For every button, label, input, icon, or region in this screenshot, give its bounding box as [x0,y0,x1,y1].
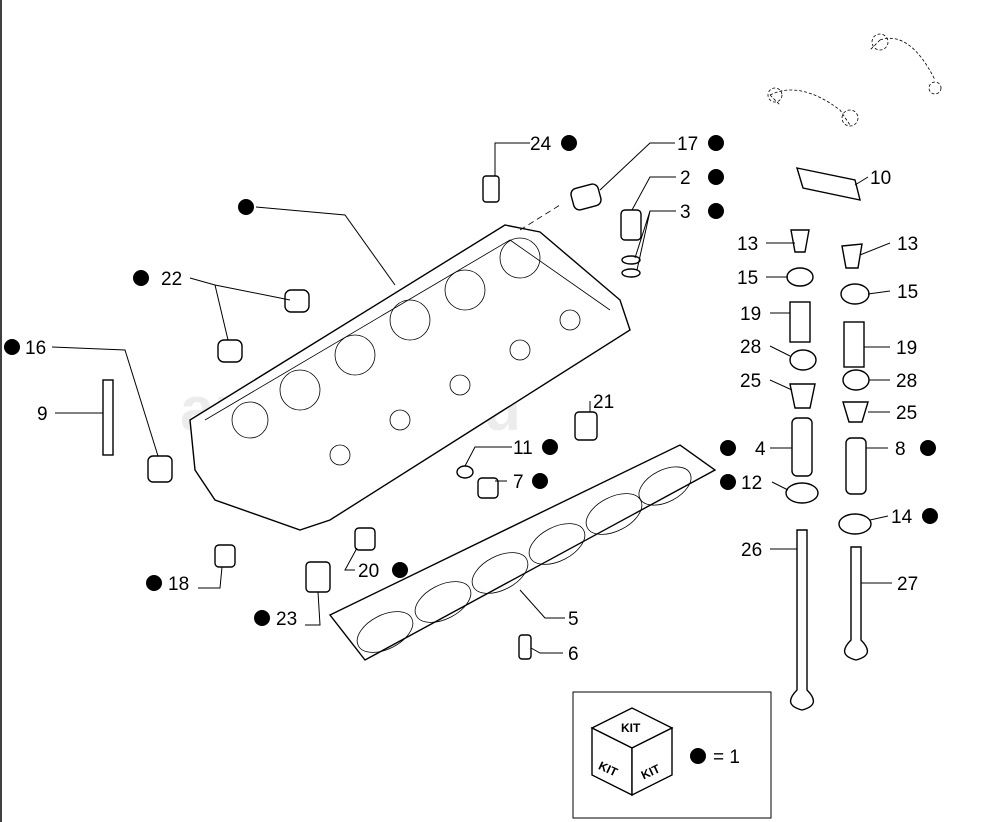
part-25a [789,383,816,409]
callout-13a: 13 [737,234,758,255]
head-gasket [328,444,717,661]
part-3a [621,255,641,265]
callout-23: 23 [276,609,297,630]
part-7 [477,477,499,499]
callout-15b: 15 [897,282,918,303]
callout-25a: 25 [740,371,761,392]
callout-11: 11 [513,438,533,459]
callout-19a: 19 [740,304,761,325]
part-22a [284,289,310,313]
part-15b [840,283,870,305]
part-25b [842,401,869,423]
callout-3: 3 [680,202,691,223]
callout-7: 7 [513,472,524,493]
callout-16: 16 [25,338,46,359]
kit-markers [4,135,938,626]
part-3b [621,268,641,278]
part-10 [795,167,861,201]
part-20 [354,527,376,551]
callout-25b: 25 [896,403,917,424]
part-28a [789,349,817,371]
part-8 [845,437,867,495]
part-18 [214,544,236,568]
callout-27: 27 [897,574,918,595]
part-19b [843,321,865,368]
callout-4: 4 [755,439,766,460]
callout-24: 24 [530,134,552,155]
callout-17: 17 [677,134,698,155]
part-21 [574,411,598,441]
kit-cube-icon: KIT KIT KIT [590,707,674,797]
callout-2: 2 [680,168,691,189]
part-26 [789,529,815,711]
part-27 [843,546,869,661]
callout-13b: 13 [897,234,918,255]
callout-8: 8 [895,439,906,460]
small-parts [102,167,872,711]
part-13b [841,243,863,269]
part-2 [620,209,642,241]
kit-marker-dot [690,748,706,764]
part-28b [842,369,870,391]
callout-21: 21 [593,392,614,413]
callout-12: 12 [741,473,762,494]
callout-10: 10 [870,168,891,189]
part-16 [147,455,173,483]
kit-label-top: KIT [621,721,641,735]
callout-22: 22 [161,269,182,290]
part-22b [217,339,243,363]
part-17 [570,183,602,211]
part-11 [456,465,474,479]
part-13a [790,229,810,253]
callout-5: 5 [568,609,579,630]
part-24 [482,175,500,203]
part-12 [785,482,819,504]
part-15a [786,267,814,287]
part-6 [518,634,532,660]
callout-26: 26 [741,540,762,561]
callout-18: 18 [168,574,189,595]
callout-19b: 19 [896,338,917,359]
part-4 [791,417,813,477]
part-14 [838,513,872,535]
rocker-arms [767,33,942,127]
callout-28a: 28 [740,337,761,358]
part-23 [305,561,331,593]
kit-legend: KIT KIT KIT = 1 [572,691,772,819]
callout-28b: 28 [896,371,917,392]
part-19a [789,301,811,343]
callout-20: 20 [358,561,379,582]
callout-15a: 15 [737,268,758,289]
callout-labels: 24 17 2 3 10 13 13 15 15 19 19 28 28 25 … [25,134,918,665]
part-9 [102,379,114,456]
legend-equals: = 1 [713,747,740,768]
leader-lines [51,142,892,654]
callout-14: 14 [891,507,913,528]
callout-6: 6 [568,644,579,665]
callout-9: 9 [37,404,48,425]
